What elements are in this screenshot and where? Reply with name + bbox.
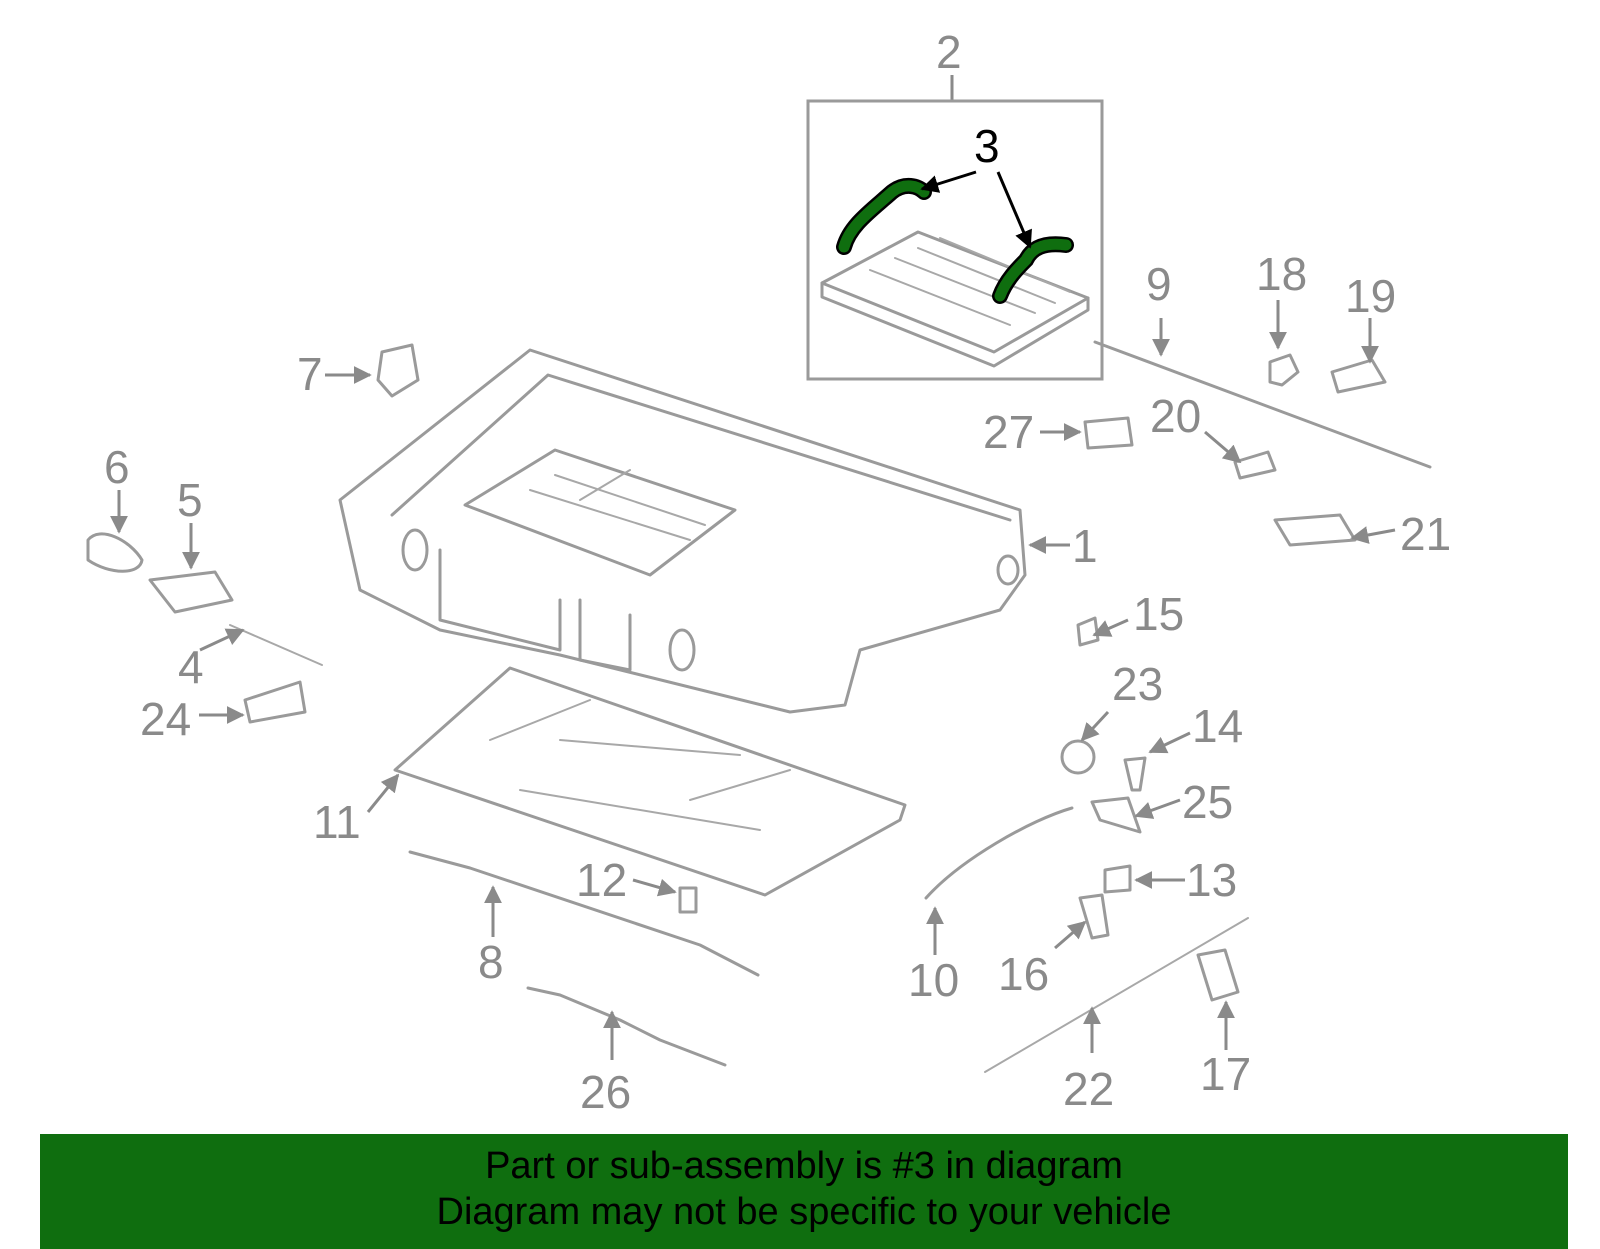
highlighted-part-3[interactable] (836, 170, 1074, 304)
callout-5[interactable]: 5 (177, 474, 203, 526)
callout-23[interactable]: 23 (1112, 658, 1163, 710)
hood-part-1 (338, 348, 1027, 714)
callout-8[interactable]: 8 (478, 936, 504, 988)
callout-4[interactable]: 4 (178, 641, 204, 693)
callout-22[interactable]: 22 (1063, 1063, 1114, 1115)
callout-10[interactable]: 10 (908, 954, 959, 1006)
liner-part-11 (393, 666, 907, 897)
info-banner: Part or sub-assembly is #3 in diagram Di… (40, 1134, 1568, 1249)
callout-18[interactable]: 18 (1256, 248, 1307, 300)
callout-labels: 1 2 3 4 5 6 7 8 9 10 11 12 13 14 15 16 1… (104, 26, 1451, 1118)
callout-20[interactable]: 20 (1150, 390, 1201, 442)
banner-line-2: Diagram may not be specific to your vehi… (436, 1191, 1172, 1233)
small-parts (86, 343, 1387, 1002)
callout-1[interactable]: 1 (1072, 520, 1098, 572)
callout-25[interactable]: 25 (1182, 776, 1233, 828)
subassembly-2-box (806, 75, 1104, 381)
callout-24[interactable]: 24 (140, 693, 191, 745)
callout-11[interactable]: 11 (313, 796, 361, 848)
callout-9[interactable]: 9 (1146, 258, 1172, 310)
leader-lines (110, 300, 1396, 1060)
cable-part-22 (984, 917, 1249, 1073)
callout-14[interactable]: 14 (1192, 700, 1243, 752)
callout-3[interactable]: 3 (974, 120, 1000, 172)
callout-19[interactable]: 19 (1345, 270, 1396, 322)
callout-2[interactable]: 2 (936, 26, 962, 78)
strip-part-8 (408, 850, 760, 977)
callout-27[interactable]: 27 (983, 406, 1034, 458)
callout-6[interactable]: 6 (104, 441, 130, 493)
callout-16[interactable]: 16 (998, 948, 1049, 1000)
strip-part-26 (526, 986, 727, 1067)
callout-7[interactable]: 7 (297, 348, 323, 400)
banner-line-1: Part or sub-assembly is #3 in diagram (485, 1145, 1123, 1187)
callout-21[interactable]: 21 (1400, 508, 1451, 560)
callout-17[interactable]: 17 (1200, 1048, 1251, 1100)
callout-12[interactable]: 12 (576, 854, 627, 906)
strip-part-10 (924, 806, 1074, 900)
cable-part-4 (229, 624, 323, 666)
callout-26[interactable]: 26 (580, 1066, 631, 1118)
callout-15[interactable]: 15 (1133, 588, 1184, 640)
callout-13[interactable]: 13 (1186, 854, 1237, 906)
strip-part-9 (1093, 340, 1432, 469)
